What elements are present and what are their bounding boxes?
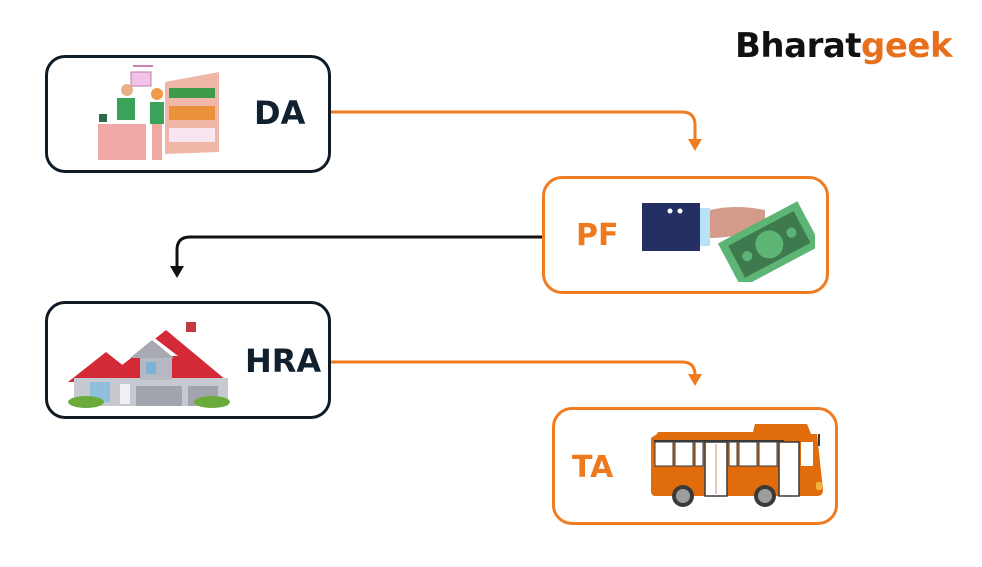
node-hra-label: HRA: [245, 342, 322, 380]
house-icon: [68, 322, 230, 408]
hand-money-icon: [642, 201, 815, 282]
node-da-label: DA: [254, 94, 306, 132]
connector-pf-hra: [170, 235, 542, 278]
brand-logo-part2: geek: [861, 26, 953, 66]
shop-counter-icon: [98, 65, 219, 160]
brand-logo: Bharatgeek: [735, 26, 953, 66]
node-pf-label: PF: [576, 218, 619, 253]
connector-hra-ta: [330, 360, 702, 386]
brand-logo-part1: Bharat: [735, 26, 862, 66]
node-ta-label: TA: [572, 450, 614, 485]
connector-da-pf: [330, 110, 702, 151]
bus-icon: [651, 424, 823, 507]
